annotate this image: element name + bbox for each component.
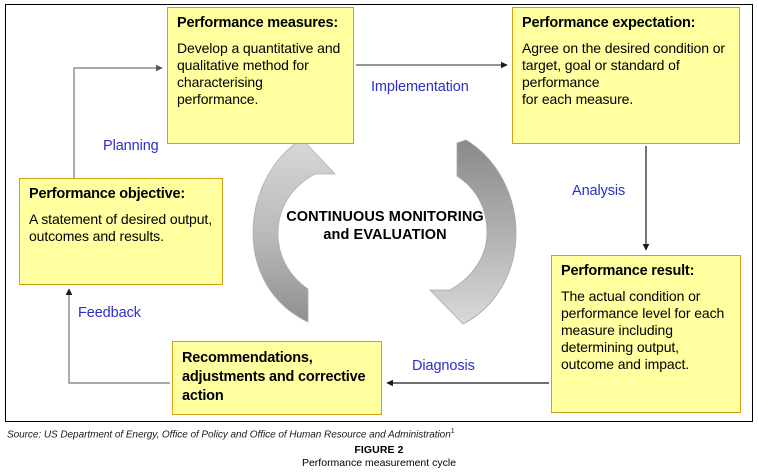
- source-text: US Department of Energy, Office of Polic…: [41, 429, 451, 441]
- cycle-center-line-1: CONTINUOUS MONITORING: [286, 209, 484, 225]
- figure-title: Performance measurement cycle: [301, 457, 457, 469]
- edge-label-implementation: Implementation: [371, 79, 469, 95]
- node-body: A statement of desired output, outcomes …: [29, 210, 213, 244]
- edge-label-feedback: Feedback: [78, 305, 141, 321]
- node-performance-measures[interactable]: Performance measures: Develop a quantita…: [167, 7, 354, 144]
- source-footnote-marker: 1: [450, 428, 455, 435]
- source-attribution: Source: US Department of Energy, Office …: [7, 428, 455, 440]
- node-title: Recommendations, adjustments and correct…: [182, 350, 366, 405]
- node-body: Develop a quantitative and qualitative m…: [177, 39, 341, 107]
- cycle-center-line-2: and EVALUATION: [323, 227, 447, 244]
- node-recommendations[interactable]: Recommendations, adjustments and correct…: [172, 341, 382, 415]
- figure-number: FIGURE 2: [354, 444, 404, 456]
- edge-label-diagnosis: Diagnosis: [412, 358, 475, 374]
- node-title: Performance measures:: [177, 15, 339, 31]
- edge-label-analysis: Analysis: [572, 183, 626, 199]
- node-performance-expectation[interactable]: Performance expectation: Agree on the de…: [512, 7, 740, 144]
- cycle-center-label: CONTINUOUS MONITORING and EVALUATION: [258, 208, 512, 244]
- edge-label-planning: Planning: [103, 138, 159, 154]
- node-performance-objective[interactable]: Performance objective: A statement of de…: [19, 178, 223, 285]
- node-performance-result[interactable]: Performance result: The actual condition…: [551, 255, 741, 413]
- source-prefix: Source:: [7, 429, 42, 441]
- figure-caption: FIGURE 2 Performance measurement cycle: [0, 444, 758, 469]
- node-body: The actual condition or performance leve…: [561, 287, 725, 372]
- node-title: Performance result:: [561, 263, 695, 279]
- node-title: Performance expectation:: [522, 15, 696, 31]
- node-title: Performance objective:: [29, 186, 185, 202]
- node-body: Agree on the desired condition or target…: [522, 39, 725, 107]
